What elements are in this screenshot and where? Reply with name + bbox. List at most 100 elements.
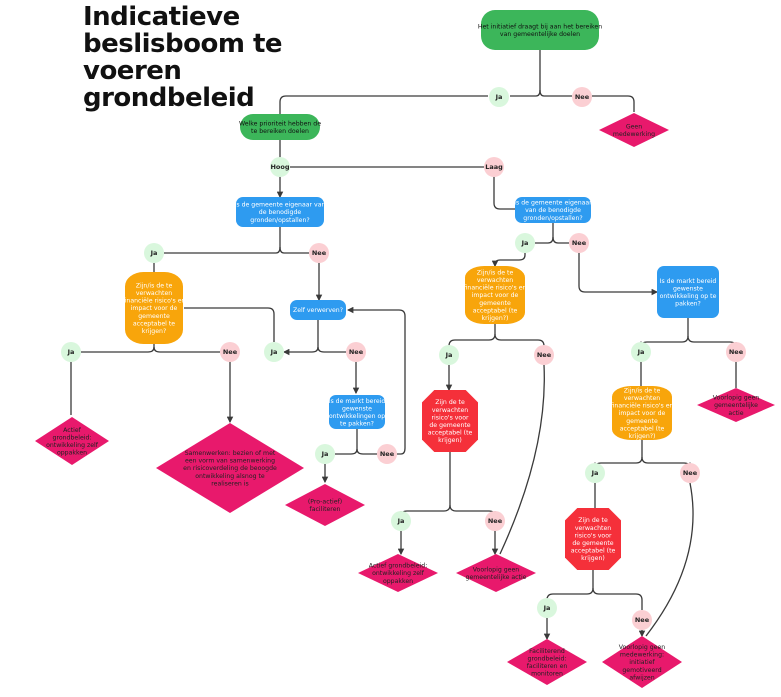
label-circle xyxy=(270,157,290,177)
no-branch-label: Nee xyxy=(377,444,397,464)
node-shape xyxy=(465,266,525,324)
title-line: beslisboom te xyxy=(83,29,283,59)
connector xyxy=(164,227,281,254)
nodes: Het initiatief draagt bij aan het bereik… xyxy=(35,10,775,688)
outcome-pro-actief-faciliteren: (Pro-actief)faciliteren xyxy=(285,484,365,526)
yes-branch-label: Hoog xyxy=(270,157,290,177)
label-text: Ja xyxy=(543,604,551,612)
no-branch-label: Nee xyxy=(220,342,240,362)
node-shape xyxy=(507,639,587,685)
label-circle xyxy=(391,511,411,531)
connector xyxy=(356,448,377,455)
node-shape xyxy=(125,272,183,344)
label-text: Nee xyxy=(223,348,238,356)
connector xyxy=(317,346,346,353)
no-branch-label: Nee xyxy=(309,243,329,263)
label-text: Ja xyxy=(321,450,329,458)
connector xyxy=(279,95,488,114)
connector xyxy=(184,307,275,342)
label-text: Ja xyxy=(637,348,645,356)
yes-branch-label: Ja xyxy=(515,233,535,253)
connector xyxy=(282,320,319,356)
connector xyxy=(645,482,694,637)
node-shape xyxy=(329,395,385,429)
connector xyxy=(153,346,220,353)
node-shape xyxy=(236,197,324,227)
label-text: Ja xyxy=(67,348,75,356)
yes-branch-label: Ja xyxy=(315,444,335,464)
connector xyxy=(346,306,406,455)
node-shape xyxy=(565,508,621,570)
node-shape xyxy=(240,114,320,140)
label-text: Nee xyxy=(635,616,650,624)
node-shape xyxy=(657,266,719,318)
label-circle xyxy=(61,342,81,362)
yes-branch-label: Ja xyxy=(631,342,651,362)
connector xyxy=(591,440,643,470)
label-text: Nee xyxy=(380,450,395,458)
label-text: Ja xyxy=(445,351,453,359)
label-circle xyxy=(515,233,535,253)
label-text: Nee xyxy=(683,469,698,477)
label-circle xyxy=(144,243,164,263)
label-text: Nee xyxy=(312,249,327,257)
label-circle xyxy=(585,463,605,483)
connector xyxy=(543,570,594,604)
yes-branch-label: Ja xyxy=(489,87,509,107)
start-node: Het initiatief draagt bij aan het bereik… xyxy=(478,10,602,50)
node-label: Het initiatief draagt bij aan het bereik… xyxy=(478,23,602,38)
yes-branch-label: Ja xyxy=(61,342,81,362)
node-shape xyxy=(602,636,682,688)
node-shape xyxy=(599,113,669,147)
node-shape xyxy=(612,386,672,440)
node-shape xyxy=(156,423,304,513)
connector xyxy=(510,50,541,97)
connector xyxy=(637,318,689,349)
label-circle xyxy=(572,87,592,107)
node-shape xyxy=(697,388,775,422)
label-circle xyxy=(537,598,557,618)
label-text: Nee xyxy=(572,239,587,247)
no-branch-label: Nee xyxy=(569,233,589,253)
yes-branch-label: Ja xyxy=(144,243,164,263)
label-text: Laag xyxy=(485,163,503,171)
no-branch-label: Nee xyxy=(346,342,366,362)
no-branch-label: Nee xyxy=(534,345,554,365)
label-circle xyxy=(309,243,329,263)
label-text: Nee xyxy=(729,348,744,356)
node-shape xyxy=(422,390,478,452)
no-branch-label: Nee xyxy=(632,610,652,630)
node-shape xyxy=(35,417,109,465)
label-text: Ja xyxy=(270,348,278,356)
label-circle xyxy=(534,345,554,365)
label-text: Hoog xyxy=(270,163,289,171)
label-text: Ja xyxy=(150,249,158,257)
label-text: Ja xyxy=(521,239,529,247)
yes-branch-label: Ja xyxy=(391,511,411,531)
node-shape xyxy=(285,484,365,526)
label-circle xyxy=(439,345,459,365)
yes-branch-label: Ja xyxy=(585,463,605,483)
connector xyxy=(552,236,569,244)
node-shape xyxy=(358,554,438,592)
connector xyxy=(491,253,526,268)
yes-branch-label: Ja xyxy=(264,342,284,362)
label-circle xyxy=(631,342,651,362)
